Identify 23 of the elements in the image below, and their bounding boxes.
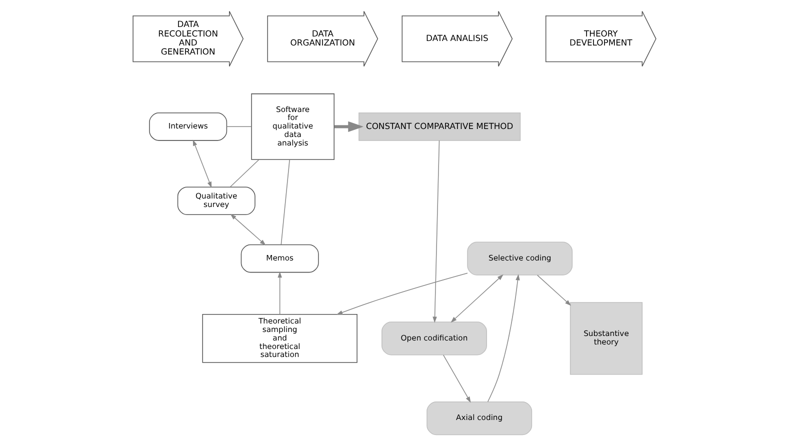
arrow xyxy=(230,214,266,246)
node-box: Selective coding xyxy=(466,242,572,276)
arrow xyxy=(334,121,363,132)
node-box: CONSTANT COMPARATIVE METHOD xyxy=(358,112,520,141)
arrow xyxy=(536,274,571,306)
arrow xyxy=(336,272,468,315)
node-box: Theoretical sampling and theoretical saturation xyxy=(202,314,357,363)
node-box: Open codification xyxy=(381,322,486,356)
arrow xyxy=(450,274,503,323)
connector xyxy=(229,159,259,188)
arrow xyxy=(442,354,470,403)
arrow xyxy=(192,140,212,188)
node-box: Memos xyxy=(240,244,318,273)
node-box: Software for qualitative data analysis xyxy=(250,93,334,160)
node-box: Qualitative survey xyxy=(176,186,255,215)
node-box: Interviews xyxy=(148,112,227,141)
connector xyxy=(280,159,290,245)
arrow xyxy=(277,271,282,315)
arrow xyxy=(486,274,520,402)
arrow xyxy=(432,140,440,323)
node-box: Axial coding xyxy=(426,402,532,436)
node-box: Substantive theory xyxy=(569,302,642,375)
connector xyxy=(226,126,252,128)
